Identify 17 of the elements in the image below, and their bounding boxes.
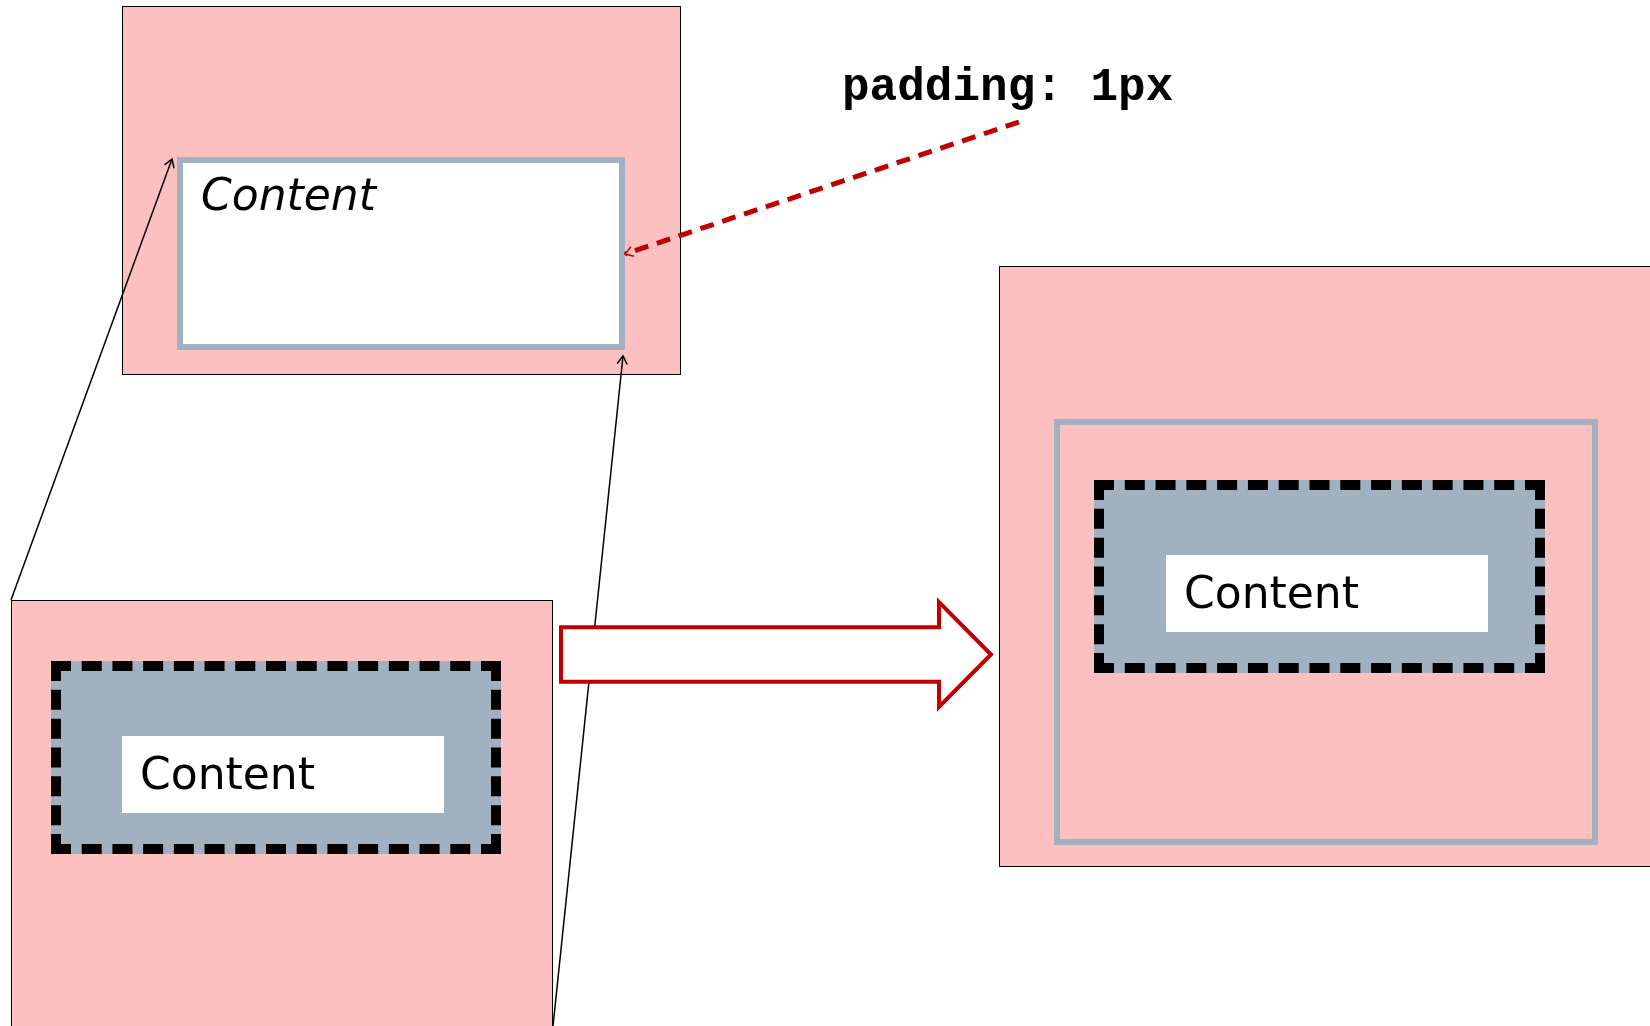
- content-text: Content: [140, 748, 315, 799]
- leader-line: [552, 355, 628, 1026]
- frame-box: [1054, 419, 1598, 845]
- dashed-arrow: [624, 119, 1020, 257]
- block-arrow: [559, 597, 994, 712]
- outer-box: [999, 266, 1650, 867]
- content-text: Content: [201, 169, 376, 220]
- leader-line: [10, 158, 175, 601]
- outer-box: [122, 6, 681, 375]
- dashed-border-box: [51, 661, 501, 854]
- outer-box: [11, 600, 553, 1026]
- content-text: Content: [1184, 567, 1359, 618]
- content-box: [1166, 555, 1488, 632]
- code-label: padding: 1px: [842, 62, 1182, 108]
- content-box: [122, 736, 444, 813]
- content-box: [177, 157, 625, 350]
- dashed-border-box: [1094, 480, 1545, 673]
